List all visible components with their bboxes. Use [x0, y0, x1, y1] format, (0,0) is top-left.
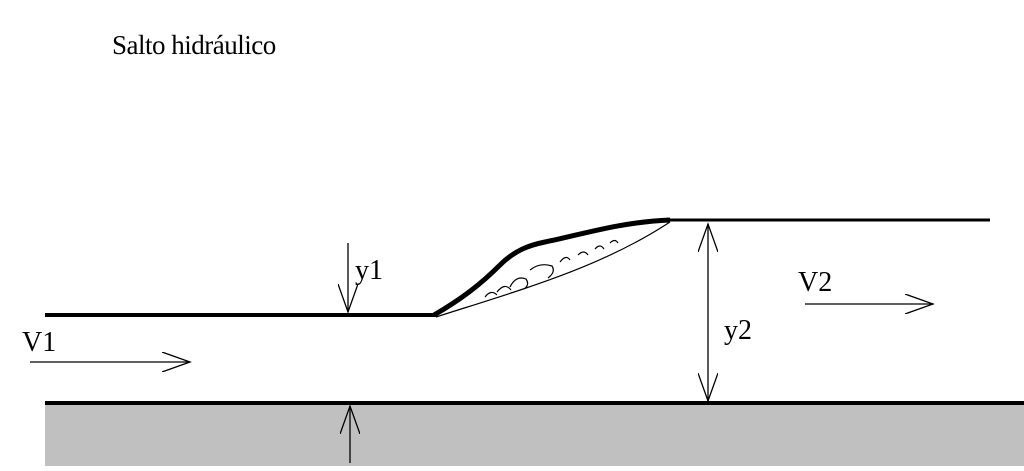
- y1-label: y1: [355, 255, 383, 286]
- v2-label: V2: [798, 267, 833, 298]
- v1-label: V1: [22, 327, 57, 358]
- y2-label: y2: [724, 315, 752, 346]
- jump-roller-eddies: [484, 239, 619, 298]
- jump-surface: [432, 217, 671, 318]
- jump-roller-lower: [435, 221, 671, 318]
- diagram-title: Salto hidráulico: [112, 30, 276, 60]
- channel-bed: [45, 404, 1024, 466]
